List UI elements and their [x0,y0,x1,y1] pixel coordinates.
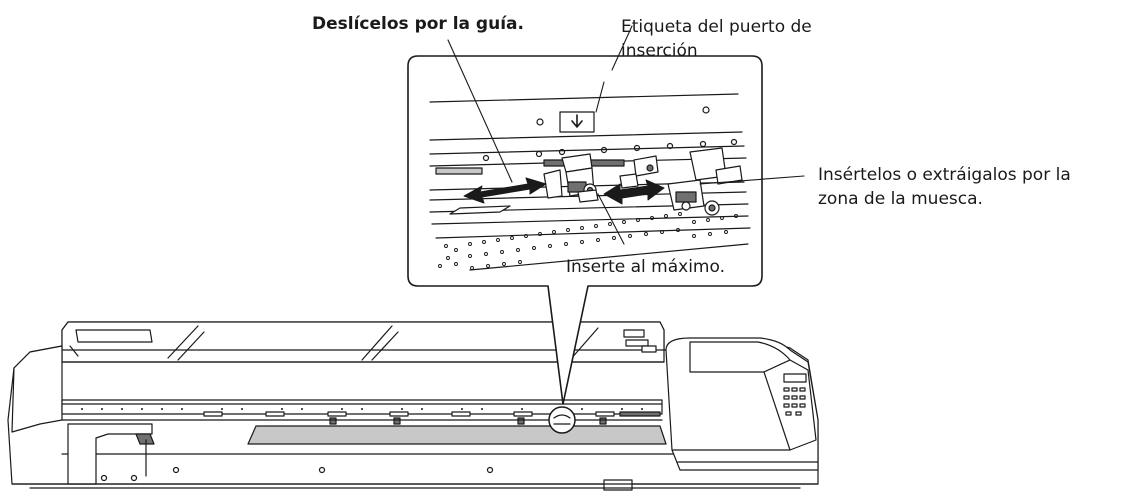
label-insertion-port-line2: inserción [621,41,698,61]
leader-lines [447,25,805,245]
callout-interior [429,93,751,271]
label-slide-guide: Deslícelos por la guía. [312,14,524,34]
printer-body [7,321,819,491]
label-insert-max: Inserte al máximo. [566,257,725,277]
label-notch-line1: Insértelos o extráigalos por la [818,165,1071,185]
label-insertion-port-line1: Etiqueta del puerto de [621,17,812,37]
callout-bubble [407,55,763,405]
label-notch-line2: zona de la muesca. [818,189,983,209]
arrow-down-icon [560,112,594,132]
